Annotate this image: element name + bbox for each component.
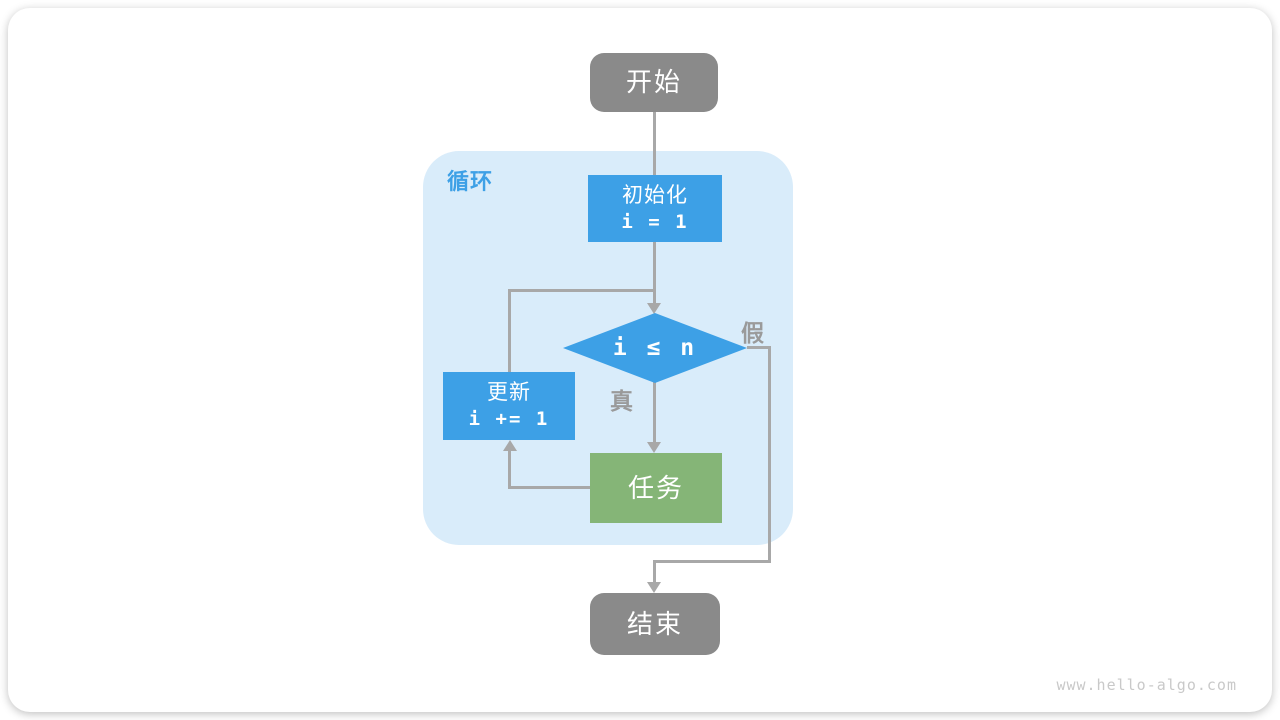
arrowhead-up-into-update-icon	[503, 440, 517, 451]
node-end: 结束	[590, 593, 720, 655]
watermark: www.hello-algo.com	[1056, 676, 1237, 694]
edge-false-to-end	[653, 560, 656, 585]
edge-task-to-update-vertical	[508, 448, 511, 489]
edge-condition-false-out	[747, 346, 771, 349]
node-task: 任务	[590, 453, 722, 523]
arrowhead-down-into-condition-icon	[647, 303, 661, 314]
node-condition-label: i ≤ n	[612, 335, 698, 361]
node-task-label: 任务	[627, 472, 684, 503]
node-init: 初始化 i = 1	[588, 175, 722, 242]
node-start-label: 开始	[625, 67, 682, 98]
node-update-code: i += 1	[468, 408, 550, 431]
arrowhead-down-into-end-icon	[647, 582, 661, 593]
edge-condition-true-to-task	[653, 382, 656, 443]
edge-update-loopback-horizontal	[508, 289, 656, 292]
edge-init-to-condition	[653, 242, 656, 304]
node-update-title: 更新	[487, 381, 531, 404]
node-init-title: 初始化	[622, 183, 688, 207]
node-end-label: 结束	[626, 608, 683, 639]
edge-false-vertical	[768, 346, 771, 563]
branch-true-label: 真	[610, 388, 633, 414]
branch-false-label: 假	[741, 320, 764, 346]
edge-update-loopback-vertical	[508, 289, 511, 373]
loop-label: 循环	[447, 169, 494, 194]
edge-task-to-update-horizontal	[510, 486, 591, 489]
arrowhead-down-into-task-icon	[647, 442, 661, 453]
edge-false-horizontal	[653, 560, 771, 563]
node-start: 开始	[590, 53, 718, 112]
edge-start-to-init	[653, 112, 656, 176]
node-init-code: i = 1	[621, 210, 689, 233]
node-update: 更新 i += 1	[443, 372, 575, 440]
